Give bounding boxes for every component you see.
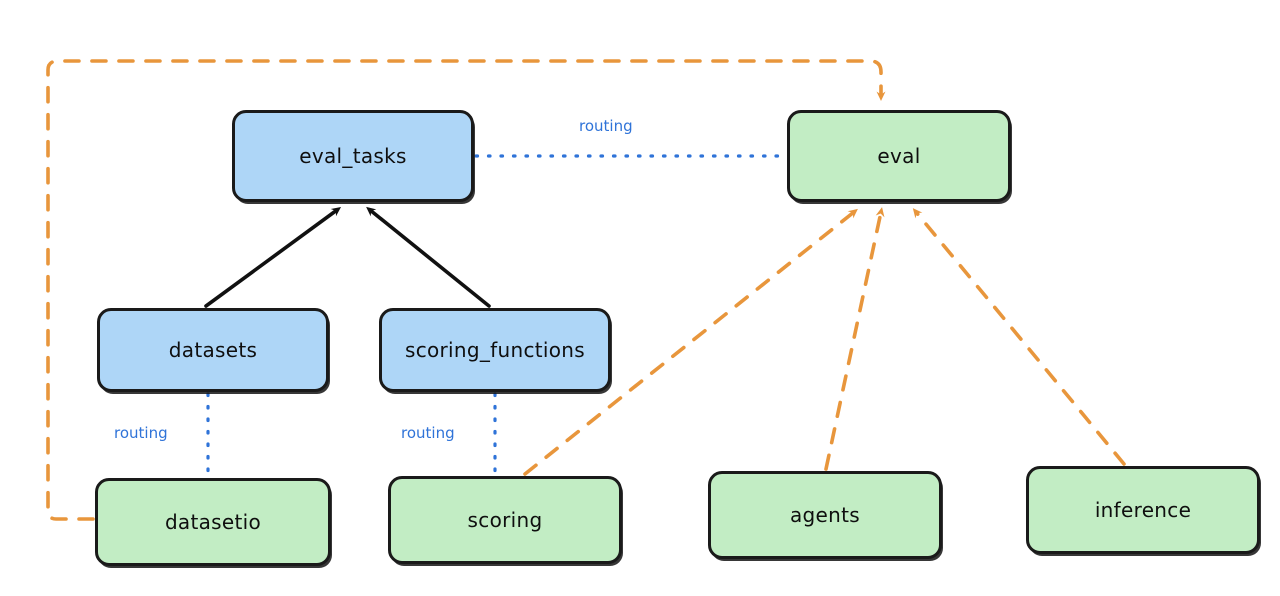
edge-datasets-to-eval_tasks: [204, 207, 342, 308]
node-agents[interactable]: agents: [708, 471, 942, 559]
edge-label-routing-eval: routing: [579, 117, 633, 135]
edge-datasetio-to-eval: [46, 59, 886, 521]
edge-inference-to-eval: [912, 208, 1126, 466]
node-scoring-functions[interactable]: scoring_functions: [379, 308, 611, 392]
node-eval-tasks[interactable]: eval_tasks: [232, 110, 474, 202]
node-inference[interactable]: inference: [1026, 466, 1260, 554]
edge-scoring_functions-to-eval_tasks: [366, 206, 491, 308]
node-label: eval_tasks: [299, 144, 407, 168]
edge-scoring-to-eval: [523, 208, 858, 476]
edge-label-routing-scoring: routing: [401, 424, 455, 442]
node-scoring[interactable]: scoring: [388, 476, 622, 564]
node-eval[interactable]: eval: [787, 110, 1011, 202]
node-datasets[interactable]: datasets: [97, 308, 329, 392]
edge-label-routing-datasets: routing: [114, 424, 168, 442]
node-label: datasets: [168, 338, 258, 362]
edge-agents-to-eval: [824, 207, 885, 471]
node-datasetio[interactable]: datasetio: [95, 478, 331, 566]
node-label: eval: [877, 144, 921, 168]
node-label: scoring_functions: [404, 338, 586, 362]
node-label: scoring: [467, 508, 543, 532]
node-label: agents: [790, 503, 860, 527]
node-label: datasetio: [164, 510, 262, 534]
node-label: inference: [1094, 498, 1192, 522]
